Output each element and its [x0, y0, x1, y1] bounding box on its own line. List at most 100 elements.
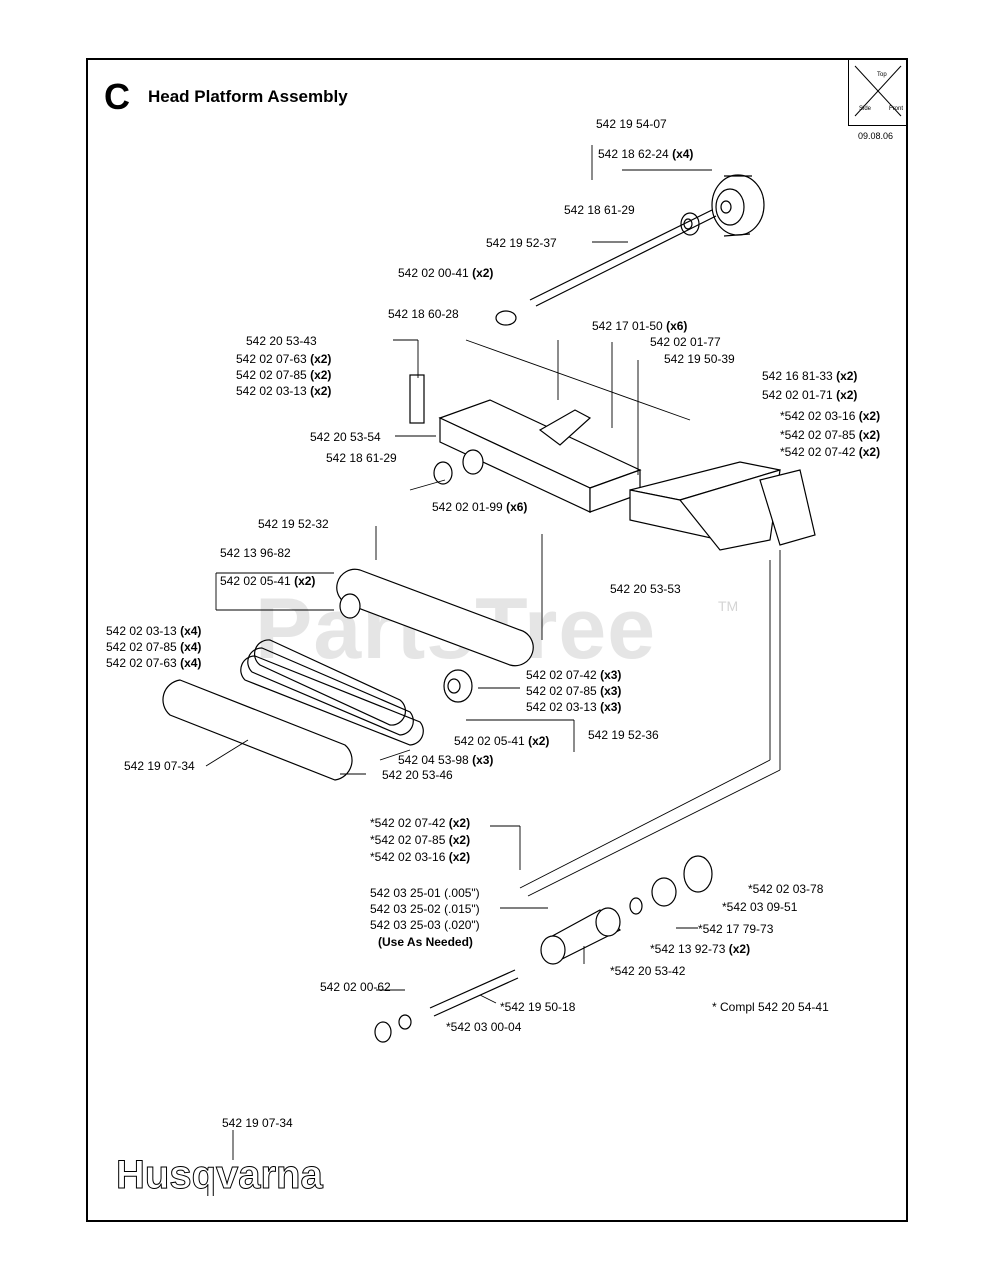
part-label: 542 20 53-46 [382, 768, 453, 782]
part-number: * Compl 542 20 54-41 [712, 1000, 829, 1014]
part-number: 542 19 52-36 [588, 728, 659, 742]
part-quantity: (x2) [306, 384, 332, 398]
part-number: 542 02 03-13 [236, 384, 307, 398]
part-number: *542 02 07-85 [370, 833, 446, 847]
mount-bracket [409, 374, 425, 424]
part-label: *542 02 07-42 (x2) [780, 445, 880, 459]
part-number: 542 19 52-37 [486, 236, 557, 250]
part-label: 542 18 61-29 [564, 203, 635, 217]
part-number: 542 20 53-43 [246, 334, 317, 348]
part-label: (Use As Needed) [378, 935, 473, 949]
part-label: 542 02 00-62 [320, 980, 391, 994]
part-quantity: (x2) [855, 428, 881, 442]
part-quantity: (x2) [306, 368, 332, 382]
part-number: 542 18 61-29 [564, 203, 635, 217]
part-label: *542 17 79-73 [698, 922, 773, 936]
part-label: *542 20 53-42 [610, 964, 685, 978]
main-shaft [529, 209, 717, 307]
part-number: 542 02 07-85 [106, 640, 177, 654]
part-label: *542 02 03-78 [748, 882, 823, 896]
part-number: 542 16 81-33 [762, 369, 833, 383]
part-number: 542 18 61-29 [326, 451, 397, 465]
part-label: *542 03 00-04 [446, 1020, 521, 1034]
part-label: *542 02 07-85 (x2) [370, 833, 470, 847]
part-label: *542 02 03-16 (x2) [370, 850, 470, 864]
part-label: *542 03 09-51 [722, 900, 797, 914]
part-number: *542 02 03-78 [748, 882, 824, 896]
belt-housing [336, 568, 534, 667]
part-number: 542 02 07-63 [236, 352, 307, 366]
part-quantity: (x2) [832, 388, 858, 402]
part-label: 542 02 01-71 (x2) [762, 388, 857, 402]
part-label: 542 03 25-02 (.015") [370, 902, 480, 916]
part-number: *542 02 03-16 [780, 409, 856, 423]
part-number: 542 20 53-54 [310, 430, 381, 444]
part-label: 542 20 53-54 [310, 430, 381, 444]
part-number: 542 03 25-03 (.020") [370, 918, 480, 932]
part-label: 542 02 01-77 [650, 335, 721, 349]
part-quantity: (x4) [176, 656, 202, 670]
part-number: *542 13 92-73 [650, 942, 726, 956]
part-label: 542 18 62-24 (x4) [598, 147, 693, 161]
part-number: 542 02 07-85 [526, 684, 597, 698]
part-quantity: (x2) [445, 833, 471, 847]
section-letter: C [104, 76, 130, 117]
part-quantity: (x6) [662, 319, 688, 333]
part-label: *542 13 92-73 (x2) [650, 942, 750, 956]
part-number: 542 02 01-71 [762, 388, 833, 402]
part-label: 542 13 96-82 [220, 546, 291, 560]
part-number: 542 20 53-46 [382, 768, 453, 782]
orientation-box: Top Side Front [848, 58, 908, 126]
part-quantity: (x4) [176, 640, 202, 654]
part-number: 542 19 50-39 [664, 352, 735, 366]
part-label: 542 02 07-63 (x4) [106, 656, 201, 670]
part-number: *542 20 53-42 [610, 964, 686, 978]
part-number: *542 02 07-85 [780, 428, 856, 442]
page-title: Head Platform Assembly [148, 87, 348, 106]
part-number: 542 02 05-41 [454, 734, 525, 748]
part-label: 542 19 07-34 [124, 759, 195, 773]
orientation-icon: Top Side Front [854, 65, 903, 117]
part-number: 542 13 96-82 [220, 546, 291, 560]
part-quantity: (x2) [524, 734, 550, 748]
part-quantity: (x3) [596, 668, 622, 682]
part-number: 542 02 01-99 [432, 500, 503, 514]
part-label: *542 19 50-18 [500, 1000, 575, 1014]
frame-bearing [433, 449, 484, 485]
idler-pulleys [339, 593, 473, 703]
part-quantity: (x3) [596, 684, 622, 698]
part-label: 542 16 81-33 (x2) [762, 369, 857, 383]
part-quantity: (x6) [502, 500, 528, 514]
part-label: 542 02 01-99 (x6) [432, 500, 527, 514]
part-label: * Compl 542 20 54-41 [712, 1000, 829, 1014]
part-label: *542 02 07-42 (x2) [370, 816, 470, 830]
arbor-housing [540, 907, 622, 965]
part-number: 542 02 07-42 [526, 668, 597, 682]
part-number: 542 03 25-01 (.005") [370, 886, 480, 900]
part-label: 542 02 05-41 (x2) [220, 574, 315, 588]
part-label: 542 18 60-28 [388, 307, 459, 321]
part-number: 542 19 07-34 [124, 759, 195, 773]
part-label: 542 03 25-01 (.005") [370, 886, 480, 900]
part-number: *542 02 07-42 [370, 816, 446, 830]
document-date: 09.08.06 [858, 131, 894, 141]
part-label: 542 04 53-98 (x3) [398, 753, 493, 767]
part-number: *542 19 50-18 [500, 1000, 576, 1014]
svg-text:Front: Front [889, 106, 903, 112]
part-label: 542 18 61-29 [326, 451, 397, 465]
part-number: *542 17 79-73 [698, 922, 774, 936]
part-label: 542 19 50-39 [664, 352, 735, 366]
part-number: 542 20 53-53 [610, 582, 681, 596]
arbor-shaft [429, 969, 519, 1017]
part-number: 542 17 01-50 [592, 319, 663, 333]
part-label: 542 02 07-63 (x2) [236, 352, 331, 366]
part-label: 542 02 07-85 (x2) [236, 368, 331, 382]
part-label: 542 19 52-37 [486, 236, 557, 250]
part-number: *542 03 09-51 [722, 900, 798, 914]
part-label: 542 02 07-85 (x3) [526, 684, 621, 698]
part-label: 542 19 52-32 [258, 517, 329, 531]
part-label: 542 02 07-85 (x4) [106, 640, 201, 654]
leader-lines [205, 145, 781, 1160]
part-number: (Use As Needed) [378, 935, 473, 949]
part-number: 542 19 54-07 [596, 117, 667, 131]
